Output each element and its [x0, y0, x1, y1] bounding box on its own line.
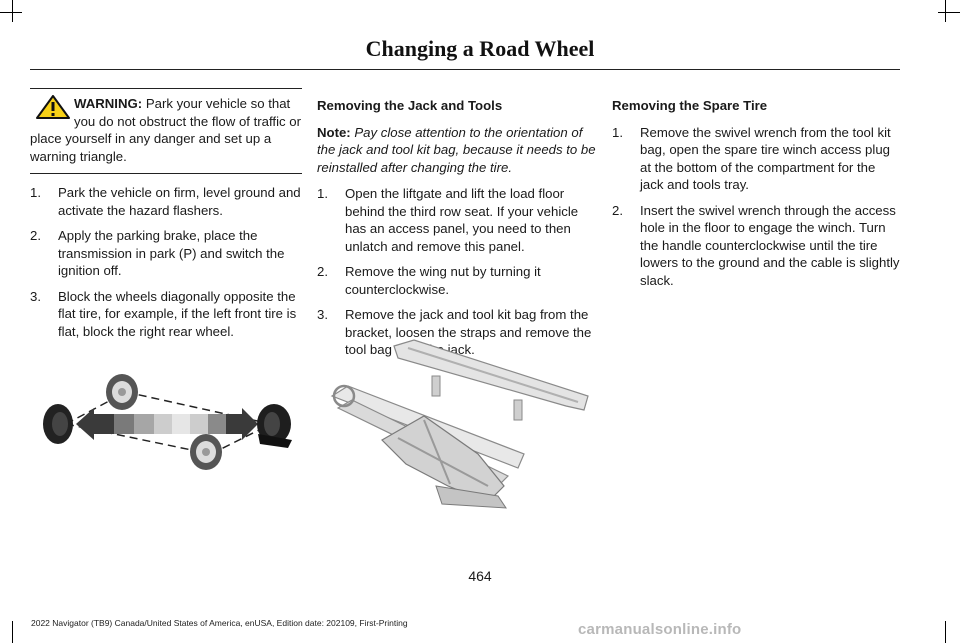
section-heading-jack-tools: Removing the Jack and Tools: [317, 98, 503, 113]
step-text: Open the liftgate and lift the load floo…: [345, 186, 579, 254]
spare-steps-list: 1. Remove the swivel wrench from the too…: [612, 124, 900, 290]
step-text: Block the wheels diagonally opposite the…: [58, 288, 297, 339]
left-column: WARNING: Park your vehicle so that you d…: [30, 88, 302, 348]
list-item: 1. Open the liftgate and lift the load f…: [317, 185, 599, 255]
step-text: Remove the swivel wrench from the tool k…: [640, 124, 891, 193]
step-text: Insert the swivel wrench through the acc…: [640, 202, 900, 288]
crop-mark-bottom-right-v: [945, 621, 946, 643]
step-text: Park the vehicle on firm, level ground a…: [58, 185, 301, 218]
step-number: 1.: [612, 124, 623, 140]
list-item: 1. Remove the swivel wrench from the too…: [612, 124, 900, 194]
step-text: Apply the parking brake, place the trans…: [58, 228, 285, 278]
step-number: 2.: [30, 228, 41, 243]
list-item: 1. Park the vehicle on firm, level groun…: [30, 184, 302, 219]
warning-box: WARNING: Park your vehicle so that you d…: [30, 88, 302, 174]
parking-steps-list: 1. Park the vehicle on firm, level groun…: [30, 184, 302, 340]
header-divider: [30, 69, 900, 70]
section-heading-spare-tire: Removing the Spare Tire: [612, 98, 768, 113]
crop-mark-top-right-v: [945, 0, 946, 22]
footer-edition-info: 2022 Navigator (TB9) Canada/United State…: [31, 618, 408, 628]
note: Note: Pay close attention to the orienta…: [317, 124, 599, 177]
step-number: 3.: [317, 307, 328, 322]
jack-steps-list: 1. Open the liftgate and lift the load f…: [317, 185, 599, 359]
note-label: Note:: [317, 124, 351, 140]
step-number: 1.: [317, 186, 328, 201]
watermark[interactable]: carmanualsonline.info: [578, 621, 742, 638]
list-item: 3. Block the wheels diagonally opposite …: [30, 288, 302, 341]
crop-mark-bottom-left-v: [12, 621, 13, 643]
right-column: Removing the Spare Tire 1. Remove the sw…: [612, 97, 900, 297]
jack-and-tools-illustration: [328, 336, 592, 516]
middle-column: Removing the Jack and Tools Note: Pay cl…: [317, 97, 599, 367]
note-text: Pay close attention to the orientation o…: [317, 124, 596, 175]
page-number: 464: [468, 568, 492, 584]
step-number: 1.: [30, 185, 41, 200]
list-item: 2. Apply the parking brake, place the tr…: [30, 227, 302, 280]
crop-mark-top-left-v: [12, 0, 13, 22]
step-number: 2.: [612, 202, 623, 218]
list-item: 2. Insert the swivel wrench through the …: [612, 202, 900, 290]
wheel-blocking-illustration: [36, 368, 296, 480]
crop-mark-top-right-h: [938, 12, 960, 13]
step-number: 3.: [30, 288, 41, 304]
warning-triangle-icon: [36, 95, 70, 119]
list-item: 2. Remove the wing nut by turning it cou…: [317, 263, 599, 298]
crop-mark-top-left-h: [0, 12, 22, 13]
step-text: Remove the wing nut by turning it counte…: [345, 264, 541, 297]
page-title: Changing a Road Wheel: [365, 36, 595, 61]
warning-label: WARNING:: [74, 96, 143, 111]
warning-text: Park your vehicle so that you do not obs…: [30, 96, 301, 164]
step-number: 2.: [317, 264, 328, 279]
